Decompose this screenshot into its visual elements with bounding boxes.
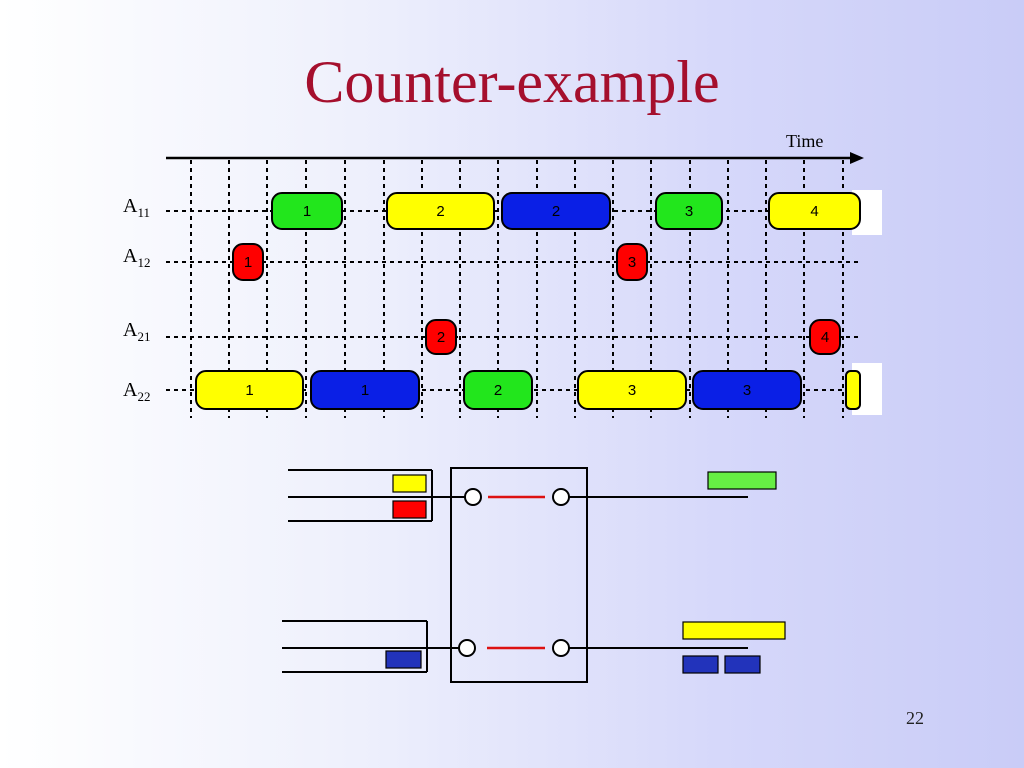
timeline-box-label: 3 — [628, 254, 636, 271]
timeline-box-label: 2 — [436, 203, 444, 220]
timeline-box-a12-2: 3 — [616, 243, 648, 281]
queued-cell-yellow — [392, 474, 427, 493]
switch-fabric-box — [450, 467, 588, 683]
row-label-a11: A11 — [123, 195, 150, 220]
timeline-box-a22-5: 3 — [692, 370, 802, 410]
page-number: 22 — [906, 708, 924, 728]
time-axis-arrowhead — [850, 152, 864, 164]
input-port-bottom — [458, 639, 476, 657]
timeline-box-a22-1: 1 — [195, 370, 304, 410]
timeline-box-a22-4: 3 — [577, 370, 687, 410]
timeline-box-label: 4 — [821, 329, 829, 346]
timeline-box-label: 2 — [437, 329, 445, 346]
timeline-box-a11-1: 1 — [271, 192, 343, 230]
timeline-box-label: 2 — [494, 382, 502, 399]
row-label-a22: A22 — [123, 379, 150, 404]
timeline-box-a22-2: 1 — [310, 370, 420, 410]
timeline-box-label: 3 — [628, 382, 636, 399]
timeline-box-a21-1: 2 — [425, 319, 457, 355]
time-axis: Time — [166, 131, 864, 164]
timeline-box-label: 3 — [743, 382, 751, 399]
timeline-box-label: 4 — [810, 203, 818, 220]
timeline-box-a11-5: 4 — [768, 192, 861, 230]
departed-cell-blue-1 — [682, 655, 719, 674]
row-label-a12: A12 — [123, 245, 150, 270]
timeline-box-a22-3: 2 — [463, 370, 533, 410]
timeline-box-label: 2 — [552, 203, 560, 220]
departed-cell-yellow — [682, 621, 786, 640]
departed-cell-blue-2 — [724, 655, 761, 674]
timeline-box-label: 1 — [361, 382, 369, 399]
timeline-box-label: 1 — [244, 254, 252, 271]
timeline-box-a21-2: 4 — [809, 319, 841, 355]
time-axis-label: Time — [786, 131, 823, 151]
output-port-bottom — [552, 639, 570, 657]
timeline-box-a12-1: 1 — [232, 243, 264, 281]
timeline-boxes: 1 2 2 3 4 1 3 2 4 1 1 2 3 3 — [195, 192, 861, 410]
departed-cell-green — [707, 471, 777, 490]
timeline-box-a22-6 — [845, 370, 861, 410]
timeline-box-a11-4: 3 — [655, 192, 723, 230]
timeline-box-label: 3 — [685, 203, 693, 220]
slide-title: Counter-example — [304, 49, 720, 115]
queued-cell-blue — [385, 650, 422, 669]
row-label-a21: A21 — [123, 319, 150, 344]
timeline-box-label: 1 — [303, 203, 311, 220]
timeline-box-a11-2: 2 — [386, 192, 495, 230]
switch-diagram — [282, 467, 786, 683]
timeline-box-label: 1 — [245, 382, 253, 399]
timeline-box-a11-3: 2 — [501, 192, 611, 230]
output-port-top — [552, 488, 570, 506]
row-labels: A11 A12 A21 A22 — [123, 195, 150, 404]
input-port-top — [464, 488, 482, 506]
queued-cell-red — [392, 500, 427, 519]
